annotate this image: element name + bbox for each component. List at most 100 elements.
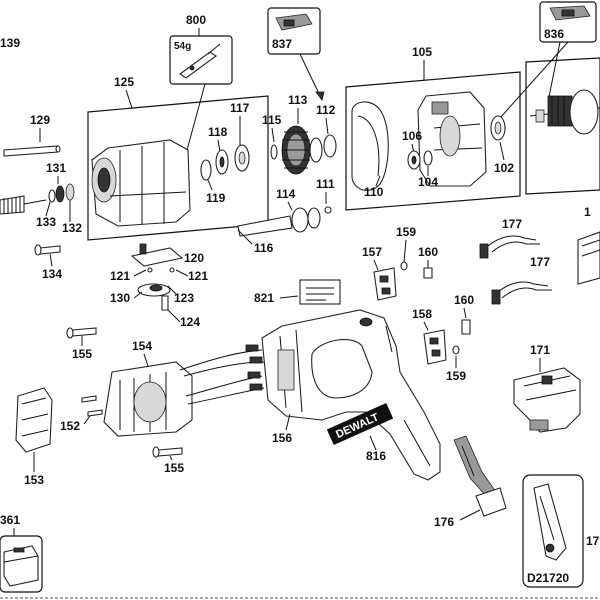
spring-124-icon	[161, 295, 169, 311]
label-106: 106	[402, 129, 422, 143]
washer-119-icon	[200, 159, 212, 181]
spindle-114-icon	[237, 206, 332, 237]
carry-case-icon	[3, 545, 39, 587]
washer-115-icon	[270, 144, 278, 160]
label-155b: 155	[164, 461, 184, 475]
label-160a: 160	[418, 245, 438, 259]
label-160b: 160	[454, 293, 474, 307]
label-120: 120	[184, 251, 204, 265]
label-121b: 121	[188, 269, 208, 283]
end-cap-171	[513, 367, 581, 433]
brush-holder-836-icon	[549, 5, 591, 21]
label-177b: 177	[530, 255, 550, 269]
label-171: 171	[530, 343, 550, 357]
field-coil-154-icon	[103, 344, 265, 437]
grease-tube-icon	[179, 43, 221, 79]
belt-hook-176	[453, 435, 507, 517]
label-361: 361	[0, 513, 20, 527]
label-104: 104	[418, 175, 438, 189]
label-134: 134	[42, 267, 62, 281]
panel-105	[345, 71, 521, 211]
label-836: 836	[544, 27, 564, 41]
label-116: 116	[254, 241, 274, 255]
label-112: 112	[316, 103, 336, 117]
brush-177b-icon	[491, 281, 552, 305]
brush-holder-158-icon	[423, 329, 447, 365]
label-102: 102	[494, 161, 514, 175]
label-816: 816	[366, 449, 386, 463]
label-54g: 54g	[174, 41, 191, 52]
label-131: 131	[46, 161, 66, 175]
bearing-117-icon	[234, 144, 250, 172]
panel-836	[525, 57, 600, 195]
label-17: 17	[586, 534, 600, 548]
pin-129-icon	[3, 145, 61, 157]
end-cap-right-icon	[577, 231, 600, 285]
label-139: 139	[0, 36, 20, 50]
screw-159a-icon	[400, 261, 408, 271]
label-114: 114	[276, 187, 296, 201]
label-118: 118	[208, 125, 228, 139]
case-box-361	[0, 535, 43, 593]
label-110: 110	[364, 185, 384, 199]
nameplate-821-icon	[299, 279, 341, 305]
pins-152-icon	[81, 395, 103, 417]
gear-case-125	[91, 139, 191, 227]
motor-housing-156	[261, 309, 441, 481]
screw-155a-icon	[66, 327, 97, 339]
side-handle-icon	[533, 483, 567, 561]
bearing-112-icon	[323, 134, 337, 158]
label-156: 156	[272, 431, 292, 445]
brush-177a-icon	[479, 235, 540, 259]
bearing-118-icon	[215, 149, 229, 175]
screw-121a-icon	[147, 267, 153, 273]
label-153: 153	[24, 473, 44, 487]
part-box-837	[267, 7, 321, 55]
label-115: 115	[262, 113, 282, 127]
label-124: 124	[180, 315, 200, 329]
label-113: 113	[288, 93, 308, 107]
label-176: 176	[434, 515, 454, 529]
label-152: 152	[60, 419, 80, 433]
panel-d21720	[522, 474, 584, 588]
screw-160a-icon	[423, 267, 433, 279]
screw-155b-icon	[152, 446, 183, 458]
label-155a: 155	[72, 347, 92, 361]
bracket-153-icon	[15, 387, 53, 453]
bearing-102-icon	[490, 115, 506, 141]
label-157: 157	[362, 245, 382, 259]
brush-holder-837-icon	[275, 13, 313, 31]
field-housing-105	[351, 91, 487, 191]
label-154: 154	[132, 339, 152, 353]
screw-121b-icon	[169, 267, 175, 273]
label-159b: 159	[446, 369, 466, 383]
label-133: 133	[36, 215, 56, 229]
label-159a: 159	[396, 225, 416, 239]
grease-box-800	[169, 35, 233, 85]
label-117: 117	[230, 101, 250, 115]
screw-160b-icon	[461, 319, 471, 335]
screw-159b-icon	[452, 345, 460, 355]
cam-130-icon	[137, 283, 171, 297]
label-partial-top: 1	[584, 205, 591, 219]
label-d21720: D21720	[527, 571, 569, 585]
brush-holder-157-icon	[373, 267, 397, 301]
switch-plate-120-icon	[130, 243, 184, 267]
label-821: 821	[254, 291, 274, 305]
washer-104-icon	[423, 150, 433, 166]
label-111: 111	[316, 177, 335, 191]
label-177a: 177	[502, 217, 522, 231]
label-132: 132	[62, 221, 82, 235]
label-119: 119	[206, 191, 226, 205]
label-125: 125	[114, 75, 134, 89]
label-105: 105	[412, 45, 432, 59]
bearing-106-icon	[407, 150, 421, 170]
label-123: 123	[174, 291, 194, 305]
label-158: 158	[412, 307, 432, 321]
label-837: 837	[272, 37, 292, 51]
armature-836-icon	[529, 89, 600, 135]
chuck-shaft-icon	[0, 183, 75, 215]
label-130: 130	[110, 291, 130, 305]
screw-134-icon	[34, 244, 61, 256]
